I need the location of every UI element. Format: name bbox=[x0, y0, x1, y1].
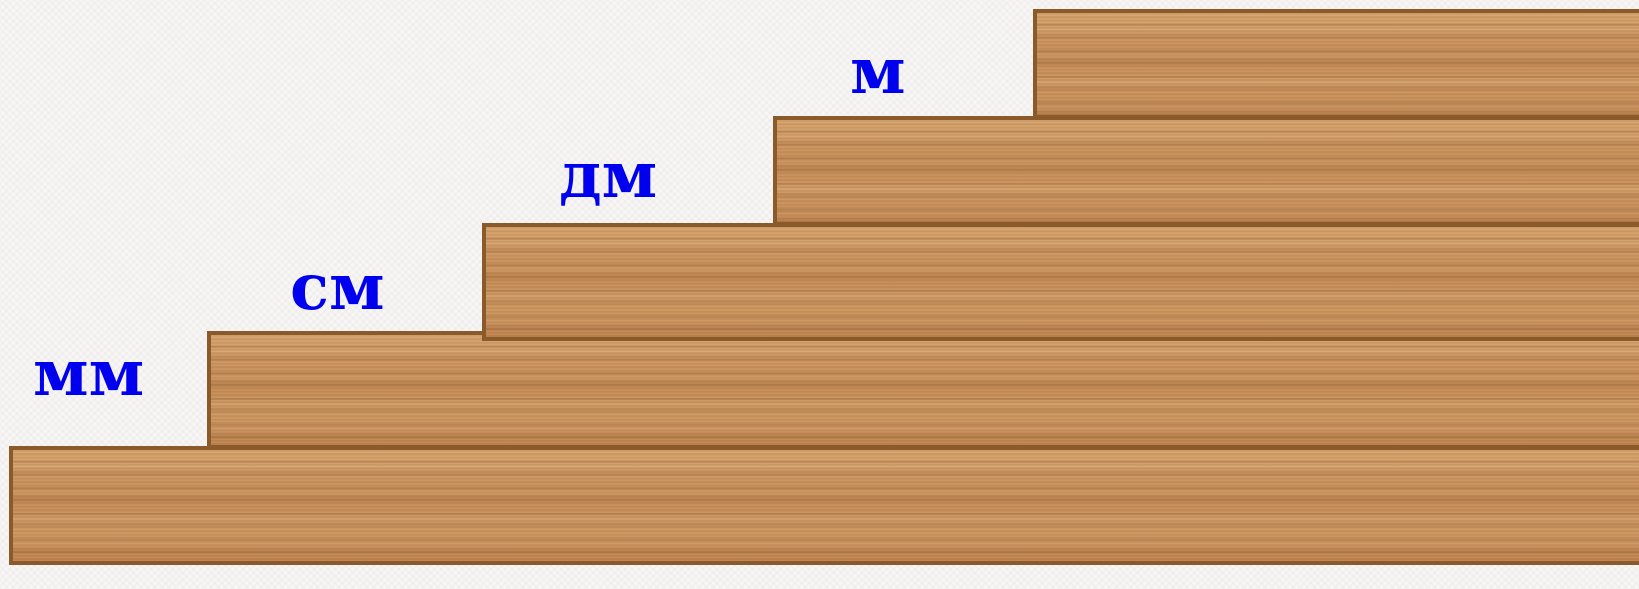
wooden-plank-1 bbox=[9, 446, 1639, 565]
step-label-m: м bbox=[850, 40, 906, 104]
step-label-cm: см bbox=[290, 256, 385, 320]
wooden-plank-4 bbox=[773, 116, 1639, 226]
step-label-mm: мм bbox=[33, 342, 144, 406]
wooden-plank-2 bbox=[207, 331, 1639, 449]
step-label-dm: дм bbox=[559, 144, 657, 208]
wooden-plank-3 bbox=[482, 223, 1639, 341]
wooden-plank-5 bbox=[1033, 9, 1639, 119]
